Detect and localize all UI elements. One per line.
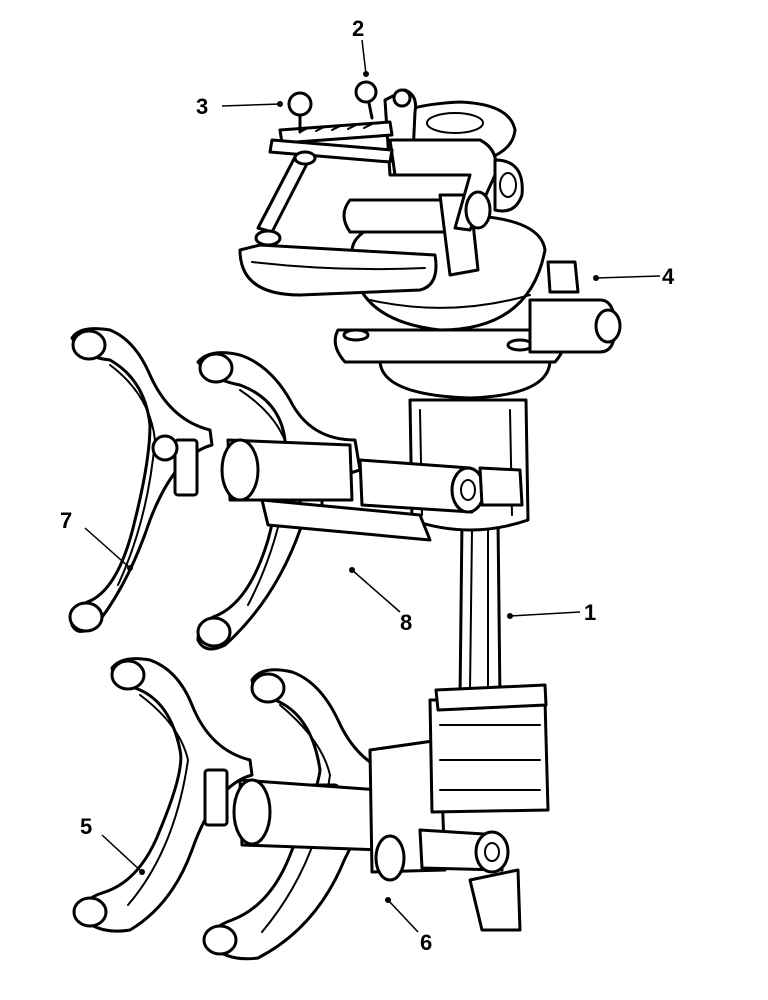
leader-6	[387, 899, 419, 933]
linkage-rod	[254, 120, 394, 247]
upper-fork-rail	[220, 438, 524, 542]
leader-8	[351, 569, 401, 613]
callout-labels: 1 2 3 4 5 6 7 8	[60, 16, 675, 955]
leader-4	[595, 275, 661, 279]
leader-2	[361, 39, 367, 75]
leader-3	[221, 103, 281, 107]
leader-5	[101, 834, 143, 873]
leader-1	[509, 611, 581, 617]
leader-lines	[84, 39, 661, 933]
callout-3: 3	[196, 94, 208, 119]
detent-plunger	[528, 260, 622, 354]
callout-4: 4	[662, 264, 675, 289]
ball-stud-3	[287, 91, 313, 134]
callout-6: 6	[420, 930, 432, 955]
callout-2: 2	[352, 16, 364, 41]
lower-fork-rail	[232, 683, 550, 882]
top-bracket	[383, 88, 524, 232]
leader-7	[84, 527, 131, 569]
callout-5: 5	[80, 814, 92, 839]
selector-lever	[238, 193, 480, 297]
shift-fork-5	[72, 657, 254, 933]
ball-stud-2	[354, 80, 378, 120]
callout-8: 8	[400, 610, 412, 635]
callout-1: 1	[584, 600, 596, 625]
shift-fork-7	[68, 327, 214, 633]
callout-7: 7	[60, 508, 72, 533]
